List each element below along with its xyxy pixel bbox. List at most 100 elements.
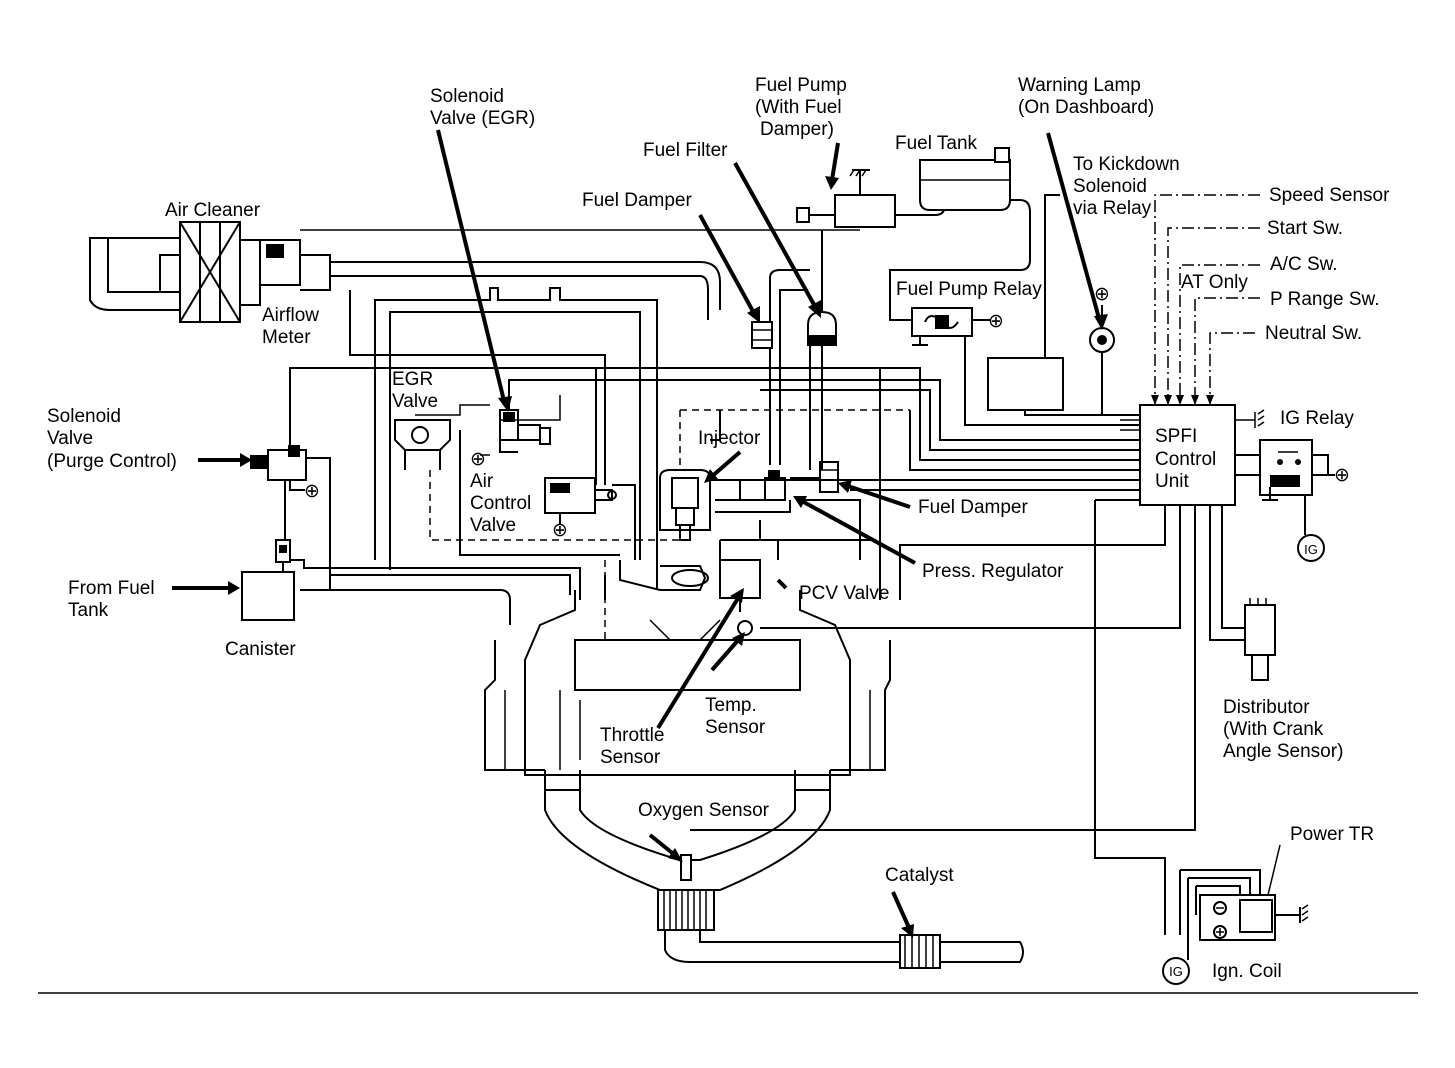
- throttle-body-part: [619, 520, 875, 641]
- svg-text:From Fuel: From Fuel: [68, 578, 155, 599]
- svg-text:Warning Lamp: Warning Lamp: [1018, 75, 1141, 96]
- label-oxygen-sensor: Oxygen Sensor: [638, 800, 770, 821]
- svg-text:Damper): Damper): [760, 119, 834, 140]
- label-ign-coil: Ign. Coil: [1212, 961, 1282, 982]
- pointer-arrows: [172, 129, 1108, 938]
- label-ig-upper: IG: [1304, 542, 1318, 557]
- dashed-control-lines: [429, 409, 910, 640]
- fuel-filter-part: [807, 230, 837, 470]
- svg-text:Solenoid: Solenoid: [47, 406, 121, 427]
- svg-text:⊕: ⊕: [552, 520, 568, 541]
- label-p-range-sw: P Range Sw.: [1270, 289, 1380, 310]
- label-distributor: Distributor (With Crank Angle Sensor): [1223, 697, 1343, 762]
- svg-text:Tank: Tank: [68, 600, 109, 621]
- canister-part: [241, 539, 581, 621]
- label-fuel-damper-right: Fuel Damper: [918, 497, 1028, 518]
- label-solenoid-valve-egr: Solenoid Valve (EGR): [430, 86, 535, 129]
- svg-text:(With Crank: (With Crank: [1223, 719, 1324, 740]
- fuel-tank-part: [889, 147, 1031, 321]
- label-speed-sensor: Speed Sensor: [1269, 185, 1390, 206]
- label-solenoid-valve-purge: Solenoid Valve (Purge Control): [47, 406, 177, 472]
- purge-solenoid-part: ⊕: [250, 445, 331, 590]
- label-power-tr: Power TR: [1290, 824, 1374, 845]
- exhaust-manifold: [544, 790, 1024, 969]
- fuel-pump-relay-part: ⊕: [911, 307, 1140, 426]
- fuel-pump-part: [796, 169, 946, 228]
- label-pcv-valve: PCV Valve: [799, 583, 889, 604]
- injector-part: [659, 469, 741, 541]
- svg-text:Angle Sensor): Angle Sensor): [1223, 741, 1343, 762]
- svg-text:⊕: ⊕: [988, 311, 1004, 332]
- spfi-bottom-wires: [690, 499, 1245, 935]
- svg-text:⊕: ⊕: [1334, 465, 1350, 486]
- ig-terminal-symbols: [1162, 534, 1325, 985]
- fuel-damper-top-part: [751, 321, 773, 349]
- svg-text:(On Dashboard): (On Dashboard): [1018, 97, 1154, 118]
- svg-text:Airflow: Airflow: [262, 305, 319, 326]
- svg-text:⊕: ⊕: [1094, 284, 1110, 305]
- svg-text:Distributor: Distributor: [1223, 697, 1310, 718]
- svg-text:SPFI: SPFI: [1155, 426, 1197, 447]
- svg-text:Throttle: Throttle: [600, 725, 664, 746]
- svg-text:via Relay: via Relay: [1073, 198, 1152, 219]
- label-egr-valve: EGR Valve: [392, 369, 438, 412]
- svg-text:To Kickdown: To Kickdown: [1073, 154, 1180, 175]
- press-regulator-part: [715, 269, 810, 513]
- svg-text:Valve: Valve: [470, 515, 516, 536]
- label-canister: Canister: [225, 639, 296, 660]
- svg-text:Meter: Meter: [262, 327, 311, 348]
- air-control-valve-part: ⊕: [544, 477, 636, 560]
- label-air-cleaner: Air Cleaner: [165, 200, 261, 221]
- label-fuel-pump-relay: Fuel Pump Relay: [896, 279, 1042, 300]
- svg-text:Temp.: Temp.: [705, 695, 757, 716]
- label-temp-sensor: Temp. Sensor: [705, 695, 766, 738]
- label-start-sw: Start Sw.: [1267, 218, 1343, 239]
- svg-text:Fuel Pump: Fuel Pump: [755, 75, 847, 96]
- svg-text:Air: Air: [470, 471, 494, 492]
- label-catalyst: Catalyst: [885, 865, 954, 886]
- engine-block: [484, 590, 891, 791]
- fuel-damper-right-part: [790, 461, 839, 493]
- svg-text:Sensor: Sensor: [705, 717, 766, 738]
- svg-text:Solenoid: Solenoid: [1073, 176, 1147, 197]
- label-warning-lamp: Warning Lamp (On Dashboard): [1018, 75, 1154, 118]
- label-at-only: AT Only: [1181, 272, 1248, 293]
- label-fuel-pump: Fuel Pump (With Fuel Damper): [755, 75, 847, 140]
- intake-lines: [289, 229, 900, 625]
- svg-text:Valve: Valve: [47, 428, 93, 449]
- air-cleaner-part: [89, 221, 261, 323]
- egr-valve-part: [394, 404, 490, 470]
- label-neutral-sw: Neutral Sw.: [1265, 323, 1362, 344]
- svg-text:Valve (EGR): Valve (EGR): [430, 108, 535, 129]
- svg-text:⊕: ⊕: [304, 481, 320, 502]
- label-from-fuel-tank: From Fuel Tank: [68, 578, 155, 621]
- label-air-control-valve: Air Control Valve: [470, 471, 531, 536]
- oxygen-sensor-part: [648, 833, 692, 881]
- svg-text:Solenoid: Solenoid: [430, 86, 504, 107]
- svg-text:Unit: Unit: [1155, 471, 1190, 492]
- svg-text:⊕: ⊕: [470, 449, 486, 470]
- svg-text:Valve: Valve: [392, 391, 438, 412]
- label-spfi-control-unit: SPFI Control Unit: [1155, 426, 1216, 492]
- ig-relay-part: ⊕: [1259, 439, 1350, 535]
- warning-lamp-part: ⊕: [1089, 284, 1140, 416]
- label-ig-lower: IG: [1169, 964, 1183, 979]
- label-fuel-filter: Fuel Filter: [643, 140, 728, 161]
- label-throttle-sensor: Throttle Sensor: [600, 725, 664, 768]
- svg-text:Sensor: Sensor: [600, 747, 661, 768]
- label-airflow-meter: Airflow Meter: [262, 305, 319, 348]
- kickdown-relay-box: [987, 194, 1140, 416]
- svg-text:EGR: EGR: [392, 369, 433, 390]
- svg-text:Control: Control: [1155, 449, 1216, 470]
- distributor-part: [1244, 598, 1276, 681]
- label-kickdown: To Kickdown Solenoid via Relay: [1073, 154, 1180, 219]
- label-injector: Injector: [698, 428, 761, 449]
- label-press-regulator: Press. Regulator: [922, 561, 1064, 582]
- svg-text:(Purge Control): (Purge Control): [47, 451, 177, 472]
- svg-text:Control: Control: [470, 493, 531, 514]
- label-ig-relay: IG Relay: [1280, 408, 1354, 429]
- svg-text:(With Fuel: (With Fuel: [755, 97, 842, 118]
- switch-signal-lines: [1151, 194, 1260, 405]
- label-ac-sw: A/C Sw.: [1270, 254, 1338, 275]
- airflow-meter-part: [259, 239, 331, 291]
